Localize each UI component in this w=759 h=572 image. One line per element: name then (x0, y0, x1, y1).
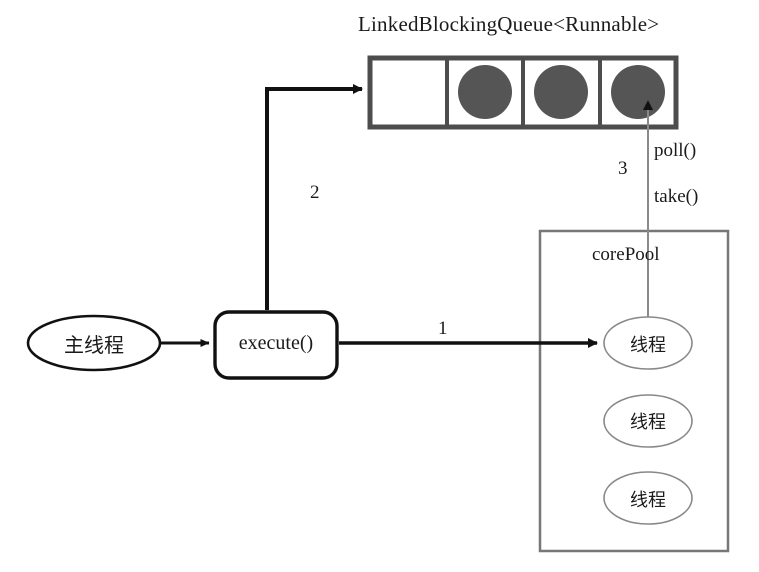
edge-3-number-label: 3 (618, 158, 628, 179)
thread-ellipse-1 (603, 394, 693, 448)
core-pool-label: corePool (592, 244, 660, 265)
queue-task-circle (534, 65, 588, 119)
thread-ellipse-2 (603, 471, 693, 525)
linked-blocking-queue (367, 55, 679, 130)
thread-label: 线程 (630, 335, 666, 355)
main-thread-label: 主线程 (64, 335, 124, 357)
core-pool-container (538, 229, 730, 553)
queue-task-circle (458, 65, 512, 119)
queue-title: LinkedBlockingQueue<Runnable> (358, 12, 660, 36)
poll-method-label: poll() (654, 140, 697, 161)
thread-label: 线程 (630, 412, 666, 432)
execute-box (213, 310, 339, 380)
queue-task-circle (611, 65, 665, 119)
edge-1-number-label: 1 (438, 318, 448, 339)
edge-2-execute-to-queue (265, 84, 363, 310)
thread-label: 线程 (630, 490, 666, 510)
edge-2-number-label: 2 (310, 182, 320, 203)
take-method-label: take() (654, 186, 699, 207)
execute-label: execute() (238, 332, 314, 354)
